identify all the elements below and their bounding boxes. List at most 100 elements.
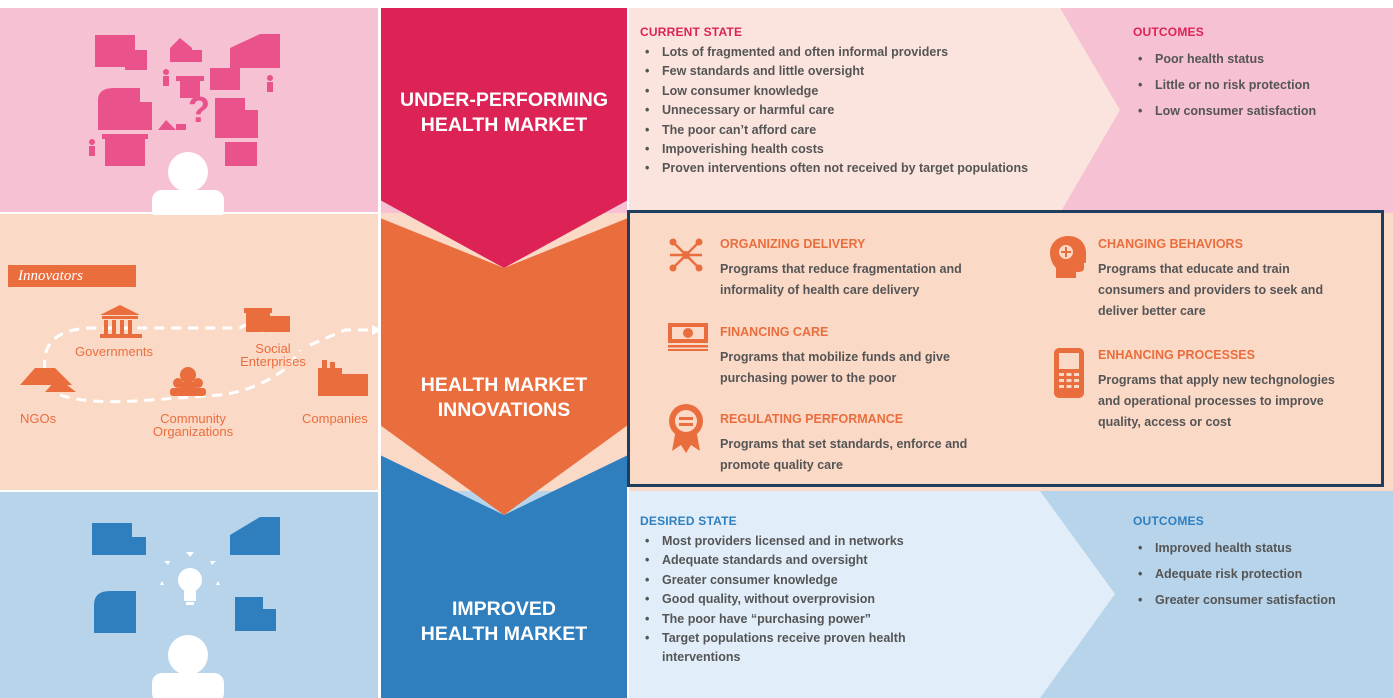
ngo-tents-icon [20, 368, 76, 392]
top-outcomes-list: Poor health status Little or no risk pro… [1133, 46, 1316, 124]
desc-line: Programs that set standards, enforce and [720, 437, 968, 451]
person-silhouette-icon [152, 152, 224, 215]
desired-state-heading: DESIRED STATE [640, 514, 737, 528]
list-item: Greater consumer satisfaction [1133, 587, 1336, 613]
pharmacy-icon [210, 68, 240, 90]
label-line: Social [255, 341, 291, 356]
tent-icon [158, 120, 186, 130]
financing-care-desc: Programs that mobilize funds and give pu… [720, 347, 950, 389]
desired-state-list: Most providers licensed and in networks … [640, 532, 906, 668]
network-hub-icon [669, 238, 703, 272]
community-people-icon [170, 367, 206, 396]
list-item: Poor health status [1133, 46, 1316, 72]
person-silhouette-icon [152, 635, 224, 698]
innovator-companies: Companies [302, 411, 368, 426]
list-item: Target populations receive proven health [640, 629, 906, 649]
label-line: Enterprises [240, 354, 306, 369]
list-item: The poor have “purchasing power” [640, 610, 906, 630]
rounded-building-icon [94, 591, 136, 633]
list-item: Greater consumer knowledge [640, 571, 906, 591]
mobile-phone-icon [1054, 348, 1084, 398]
innovations-title: HEALTH MARKET INNOVATIONS [380, 373, 628, 423]
list-item: Little or no risk protection [1133, 72, 1316, 98]
government-building-icon [100, 305, 142, 338]
desc-line: quality, access or cost [1098, 415, 1232, 429]
under-performing-title: UNDER-PERFORMING HEALTH MARKET [380, 88, 628, 138]
title-line: UNDER-PERFORMING [400, 89, 608, 111]
list-item: Adequate risk protection [1133, 561, 1336, 587]
regulating-performance-title: REGULATING PERFORMANCE [720, 412, 904, 426]
hospital-building-icon [95, 35, 147, 70]
innovators-tag [8, 265, 136, 287]
desc-line: informality of health care delivery [720, 283, 920, 297]
top-outcomes-heading: OUTCOMES [1133, 25, 1204, 39]
innovations-arrow [380, 218, 628, 515]
desc-line: Programs that mobilize funds and give [720, 350, 950, 364]
organizing-delivery-title: ORGANIZING DELIVERY [720, 237, 866, 251]
small-clinic-icon [102, 134, 148, 166]
label-line: Organizations [152, 424, 234, 439]
title-line: HEALTH MARKET [420, 374, 588, 396]
list-item: Impoverishing health costs [640, 140, 1028, 160]
list-item: Proven interventions often not received … [640, 159, 1028, 179]
house-icon [170, 38, 202, 62]
innovator-social-enterprises: Social Enterprises [235, 342, 311, 368]
cash-icon [668, 323, 708, 351]
desc-line: Programs that reduce fragmentation and [720, 262, 962, 276]
dashed-path-line [309, 328, 375, 347]
person-icon [163, 69, 169, 86]
financing-care-title: FINANCING CARE [720, 325, 829, 339]
innovators-label: Innovators [18, 268, 83, 284]
list-item-continuation: interventions [662, 650, 741, 665]
title-line: IMPROVED [451, 598, 556, 620]
innovators-network [20, 305, 380, 404]
bottom-outcomes-heading: OUTCOMES [1133, 514, 1204, 528]
list-item: The poor can’t afford care [640, 121, 1028, 141]
list-item: Improved health status [1133, 535, 1336, 561]
dashed-path-line [59, 349, 302, 404]
shop-icon [176, 76, 204, 98]
innovator-ngos: NGOs [20, 411, 57, 426]
desc-line: consumers and providers to seek and [1098, 283, 1324, 297]
bottom-outcomes-list: Improved health status Adequate risk pro… [1133, 535, 1336, 613]
list-item: Good quality, without overprovision [640, 590, 906, 610]
label-line: Community [160, 411, 226, 426]
improved-title: IMPROVED HEALTH MARKET [380, 597, 628, 647]
lightbulb-icon [160, 552, 220, 605]
enhancing-processes-title: ENHANCING PROCESSES [1098, 348, 1255, 362]
title-line: HEALTH MARKET [420, 114, 588, 136]
desc-line: deliver better care [1098, 304, 1206, 318]
current-state-list: Lots of fragmented and often informal pr… [640, 43, 1028, 179]
list-item: Most providers licensed and in networks [640, 532, 906, 552]
clinic-icon [230, 34, 280, 68]
regulating-performance-desc: Programs that set standards, enforce and… [720, 434, 967, 476]
tall-building-icon [215, 98, 258, 138]
list-item: Low consumer satisfaction [1133, 98, 1316, 124]
innovation-categories-box [627, 210, 1384, 487]
company-factory-icon [318, 360, 368, 396]
rounded-building-icon [98, 88, 152, 130]
desc-line: promote quality care [720, 458, 843, 472]
head-profile-icon [1050, 236, 1086, 278]
enhancing-processes-desc: Programs that apply new techgnologies an… [1098, 370, 1335, 433]
clinic-icon [230, 517, 280, 555]
improved-providers-illustration [92, 517, 280, 698]
fragmented-providers-illustration: ? [89, 34, 280, 215]
desc-line: Programs that apply new techgnologies [1098, 373, 1335, 387]
social-enterprise-icon [244, 308, 290, 332]
tall-building-icon [235, 597, 276, 631]
person-icon [267, 75, 273, 92]
changing-behaviors-desc: Programs that educate and train consumer… [1098, 259, 1323, 322]
under-performing-arrow [380, 8, 628, 268]
organizing-delivery-desc: Programs that reduce fragmentation and i… [720, 259, 962, 301]
desc-line: and operational processes to improve [1098, 394, 1324, 408]
innovator-governments: Governments [75, 344, 154, 359]
current-state-heading: CURRENT STATE [640, 25, 743, 39]
innovator-community-organizations: Community Organizations [148, 412, 238, 438]
award-seal-icon [669, 404, 703, 453]
hospital-building-icon [92, 523, 146, 555]
improved-arrow [380, 455, 628, 698]
list-item: Adequate standards and oversight [640, 551, 906, 571]
arrow-head-icon [372, 325, 380, 335]
changing-behaviors-title: CHANGING BEHAVIORS [1098, 237, 1243, 251]
